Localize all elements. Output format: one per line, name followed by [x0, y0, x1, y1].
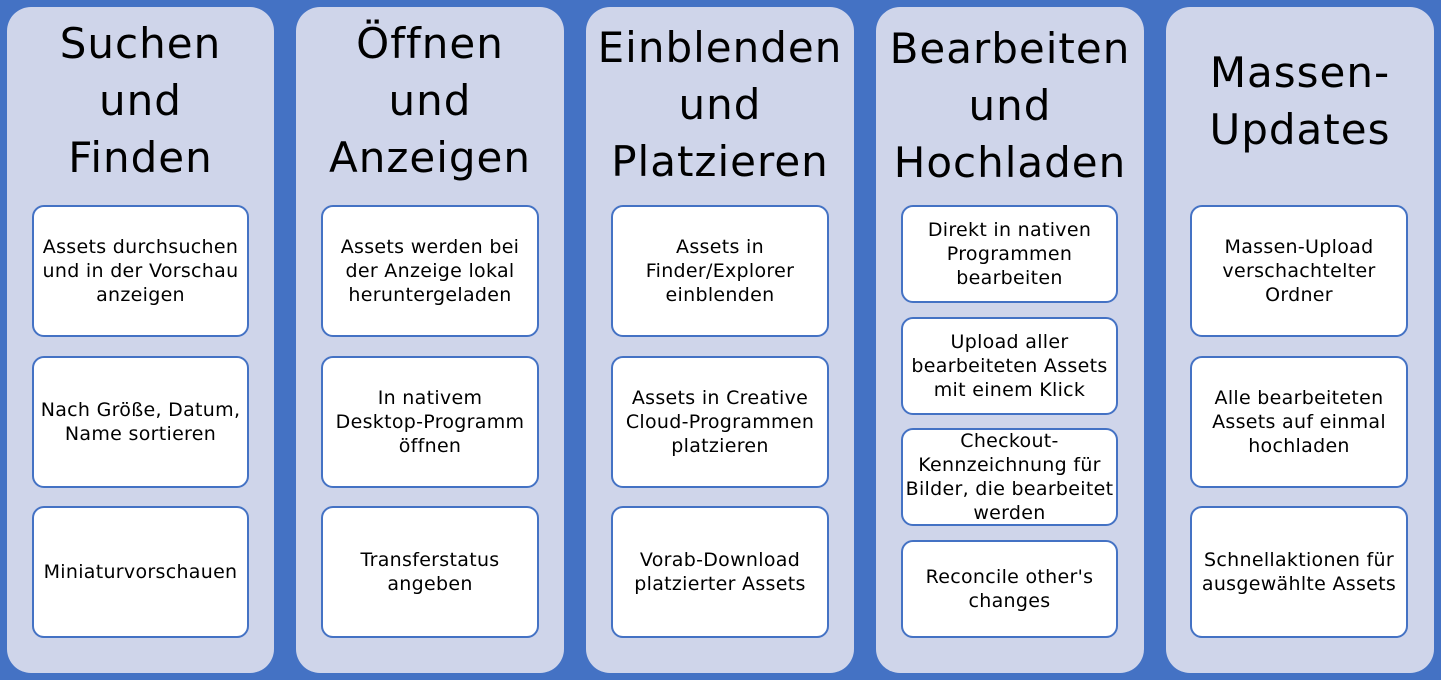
- column-title: Öffnen und Anzeigen: [328, 19, 532, 182]
- column-massen-updates: Massen- Updates Massen-Upload verschacht…: [1166, 7, 1434, 673]
- column-bearbeiten-und-hochladen: Bearbeiten und Hochladen Direkt in nativ…: [876, 7, 1144, 673]
- feature-card: Transferstatus angeben: [321, 506, 539, 638]
- feature-card: Checkout- Kennzeichnung für Bilder, die …: [901, 428, 1118, 526]
- column-title: Bearbeiten und Hochladen: [889, 24, 1131, 187]
- feature-card: Direkt in nativen Programmen bearbeiten: [901, 205, 1118, 303]
- feature-card: Reconcile other's changes: [901, 540, 1118, 638]
- column-title: Suchen und Finden: [59, 19, 222, 182]
- column-title: Massen- Updates: [1209, 48, 1391, 154]
- feature-card: Miniaturvorschauen: [32, 506, 249, 638]
- feature-card: Nach Größe, Datum, Name sortieren: [32, 356, 249, 488]
- column-title: Einblenden und Platzieren: [597, 23, 843, 186]
- feature-card: Massen-Upload verschachtelter Ordner: [1190, 205, 1408, 337]
- feature-card: Assets in Creative Cloud-Programmen plat…: [611, 356, 829, 488]
- feature-card: Schnellaktionen für ausgewählte Assets: [1190, 506, 1408, 638]
- column-suchen-und-finden: Suchen und Finden Assets durchsuchen und…: [7, 7, 274, 673]
- feature-card: In nativem Desktop-Programm öffnen: [321, 356, 539, 488]
- feature-card: Assets in Finder/Explorer einblenden: [611, 205, 829, 337]
- feature-card: Assets werden bei der Anzeige lokal heru…: [321, 205, 539, 337]
- feature-card: Assets durchsuchen und in der Vorschau a…: [32, 205, 249, 337]
- feature-card: Alle bearbeiteten Assets auf einmal hoch…: [1190, 356, 1408, 488]
- feature-card: Vorab-Download platzierter Assets: [611, 506, 829, 638]
- column-einblenden-und-platzieren: Einblenden und Platzieren Assets in Find…: [586, 7, 854, 673]
- feature-card: Upload aller bearbeiteten Assets mit ein…: [901, 317, 1118, 415]
- column-oeffnen-und-anzeigen: Öffnen und Anzeigen Assets werden bei de…: [296, 7, 564, 673]
